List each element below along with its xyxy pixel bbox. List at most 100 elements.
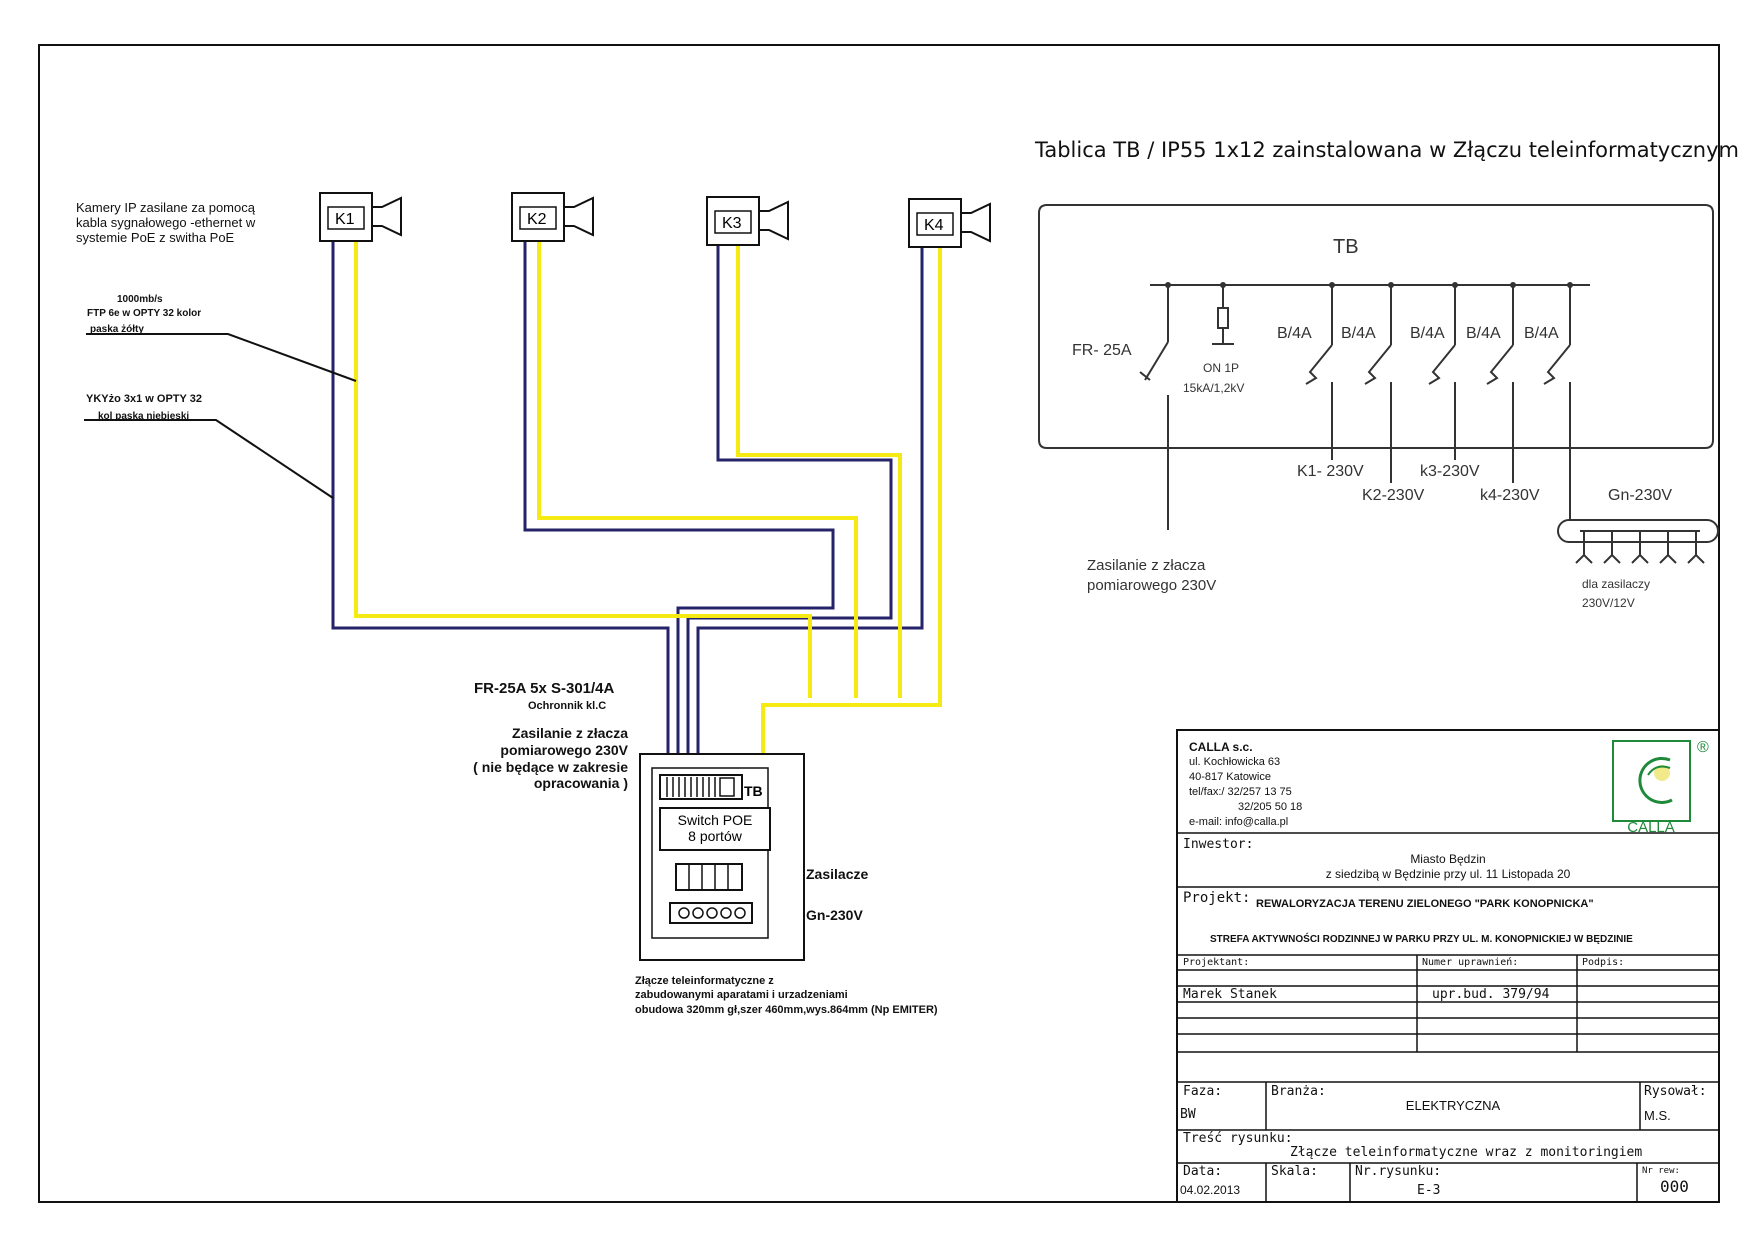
- surge-label-2: 15kA/1,2kV: [1183, 381, 1245, 395]
- cabinet-enclosure: TB Switch POE 8 portów: [639, 753, 805, 961]
- psu-note-2: 230V/12V: [1582, 596, 1635, 610]
- supply-note-line: opracowania ): [533, 775, 628, 792]
- company-address-1: ul. Kochłowicka 63: [1189, 756, 1281, 768]
- output-label-k2: K2-230V: [1362, 487, 1425, 504]
- output-label-gn: Gn-230V: [1608, 487, 1673, 504]
- breaker-label: B/4A: [1466, 325, 1501, 342]
- cabinet-tb-label: TB: [744, 783, 763, 799]
- supply-note-line: pomiarowego 230V: [500, 741, 628, 758]
- company-tel-1: tel/fax:/ 32/257 13 75: [1189, 786, 1292, 798]
- designer-label: Projektant:: [1183, 957, 1250, 968]
- company-name: CALLA s.c.: [1189, 740, 1253, 754]
- license-number: upr.bud. 379/94: [1432, 987, 1550, 1002]
- cabinet-note: Złącze teleinformatyczne z zabudowanymi …: [635, 974, 938, 1017]
- sheet-frame: [38, 44, 1720, 1203]
- revision-label: Nr rew:: [1642, 1166, 1680, 1176]
- camera-k3: K3: [706, 196, 789, 246]
- drawing-content-label: Treść rysunku:: [1183, 1131, 1293, 1146]
- tb-supply-label-2: pomiarowego 230V: [1087, 577, 1217, 594]
- company-email: e-mail: info@calla.pl: [1189, 816, 1289, 828]
- investor-name: Miasto Będzin: [1410, 852, 1486, 866]
- power-cable-k2: [523, 240, 835, 778]
- signal-cables: [354, 225, 942, 768]
- camera-label: K2: [527, 211, 547, 228]
- switch-label-1: Switch POE: [678, 812, 753, 828]
- surge-protector-label: Ochronnik kl.C: [528, 700, 607, 712]
- tb-supply-label-1: Zasilanie z złacza: [1087, 557, 1206, 574]
- fr-breaker-label: FR-25A 5x S-301/4A: [474, 680, 615, 697]
- date-label: Data:: [1183, 1164, 1223, 1179]
- drawing-number-label: Nr.rysunku:: [1355, 1164, 1442, 1179]
- poe-switch: [659, 807, 771, 851]
- camera-label: K3: [722, 215, 742, 232]
- camera-note-line: kabla sygnałowego -ethernet w: [76, 214, 256, 230]
- breaker-symbols: [1305, 344, 1571, 520]
- ftp-cable-label-2: FTP 6e w OPTY 32 kolor: [87, 308, 202, 319]
- output-label-k3: k3-230V: [1420, 463, 1480, 480]
- drawn-by-value: M.S.: [1644, 1108, 1671, 1123]
- project-title-1: REWALORYZACJA TERENU ZIELONEGO "PARK KON…: [1256, 898, 1594, 910]
- license-label: Numer uprawnień:: [1422, 957, 1519, 968]
- investor-address: z siedzibą w Będzinie przy ul. 11 Listop…: [1325, 867, 1571, 881]
- drawing-content-value: Złącze teleinformatyczne wraz z monitori…: [1290, 1145, 1643, 1160]
- socket-strip: [669, 902, 753, 924]
- phase-value: BW: [1180, 1107, 1196, 1122]
- camera-note-line: systemie PoE z switha PoE: [76, 229, 235, 245]
- project-label: Projekt:: [1183, 890, 1251, 906]
- project-title-2: STREFA AKTYWNOŚCI RODZINNEJ W PARKU PRZY…: [1210, 934, 1633, 945]
- cabinet-note-line: obudowa 320mm gł,szer 460mm,wys.864mm (N…: [635, 1003, 938, 1016]
- phase-label: Faza:: [1183, 1084, 1223, 1099]
- cabinet-note-line: Złącze teleinformatyczne z: [635, 975, 774, 987]
- date-value: 04.02.2013: [1180, 1183, 1241, 1197]
- cabinet-note-line: zabudowanymi aparatami i urzadzeniami: [635, 989, 848, 1002]
- panel-title: Tablica TB / IP55 1x12 zainstalowana w Z…: [1035, 138, 1740, 162]
- registered-mark: ®: [1697, 739, 1709, 756]
- revision-value: 000: [1660, 1177, 1689, 1196]
- signal-cable-k1: [354, 225, 812, 698]
- title-block-grid: [1176, 729, 1720, 1203]
- signal-cable-k4: [761, 245, 942, 768]
- supply-note: Zasilanie z złacza pomiarowego 230V ( ni…: [458, 725, 628, 792]
- legend-leaders: [84, 333, 357, 499]
- company-tel-2: 32/205 50 18: [1238, 801, 1303, 813]
- camera-k4: K4: [908, 198, 991, 248]
- tb-panel-name: TB: [1333, 236, 1359, 258]
- calla-logo: CALLA ®: [1612, 739, 1709, 836]
- supply-note-line: ( nie będące w zakresie: [473, 758, 628, 775]
- supply-note-line: Zasilanie z złacza: [512, 725, 628, 741]
- tb-panel: TB: [1038, 204, 1719, 564]
- signal-cable-k3: [736, 245, 902, 698]
- discipline-label: Branża:: [1271, 1084, 1326, 1099]
- discipline-value: ELEKTRYCZNA: [1405, 1098, 1501, 1113]
- company-address-2: 40-817 Katowice: [1189, 771, 1271, 783]
- logo-text: CALLA: [1627, 819, 1675, 836]
- designer-name: Marek Stanek: [1183, 987, 1277, 1002]
- breaker-label: B/4A: [1410, 325, 1445, 342]
- yky-cable-label-2: kol paska niebieski: [98, 411, 190, 422]
- switch-label-2: 8 portów: [688, 828, 743, 844]
- power-cable-k3: [686, 240, 893, 778]
- signal-cable-k2: [537, 225, 858, 698]
- power-supplies: [675, 863, 743, 891]
- gn-outlet-group: [1557, 519, 1719, 564]
- power-cables: [331, 240, 924, 778]
- psu-note-1: dla zasilaczy: [1582, 577, 1651, 591]
- camera-note-line: Kamery IP zasilane za pomocą: [76, 200, 255, 215]
- power-cable-k1: [331, 240, 670, 778]
- ftp-cable-label-3: paska żółty: [90, 324, 144, 335]
- investor-label: Inwestor:: [1183, 837, 1254, 852]
- output-label-k1: K1- 230V: [1297, 463, 1364, 480]
- camera-k1: K1: [319, 192, 402, 242]
- yky-cable-label-1: YKYżo 3x1 w OPTY 32: [86, 393, 202, 405]
- drawing-number-value: E-3: [1417, 1183, 1441, 1198]
- drawn-by-label: Rysował:: [1644, 1084, 1707, 1099]
- breaker-label: B/4A: [1341, 325, 1376, 342]
- camera-label: K4: [924, 217, 944, 234]
- ftp-cable-label-1: 1000mb/s: [117, 294, 163, 305]
- camera-note: Kamery IP zasilane za pomocą kabla sygna…: [76, 200, 256, 246]
- camera-k2: K2: [511, 192, 594, 242]
- psu-label: Zasilacze: [806, 866, 869, 882]
- scale-label: Skala:: [1271, 1164, 1318, 1179]
